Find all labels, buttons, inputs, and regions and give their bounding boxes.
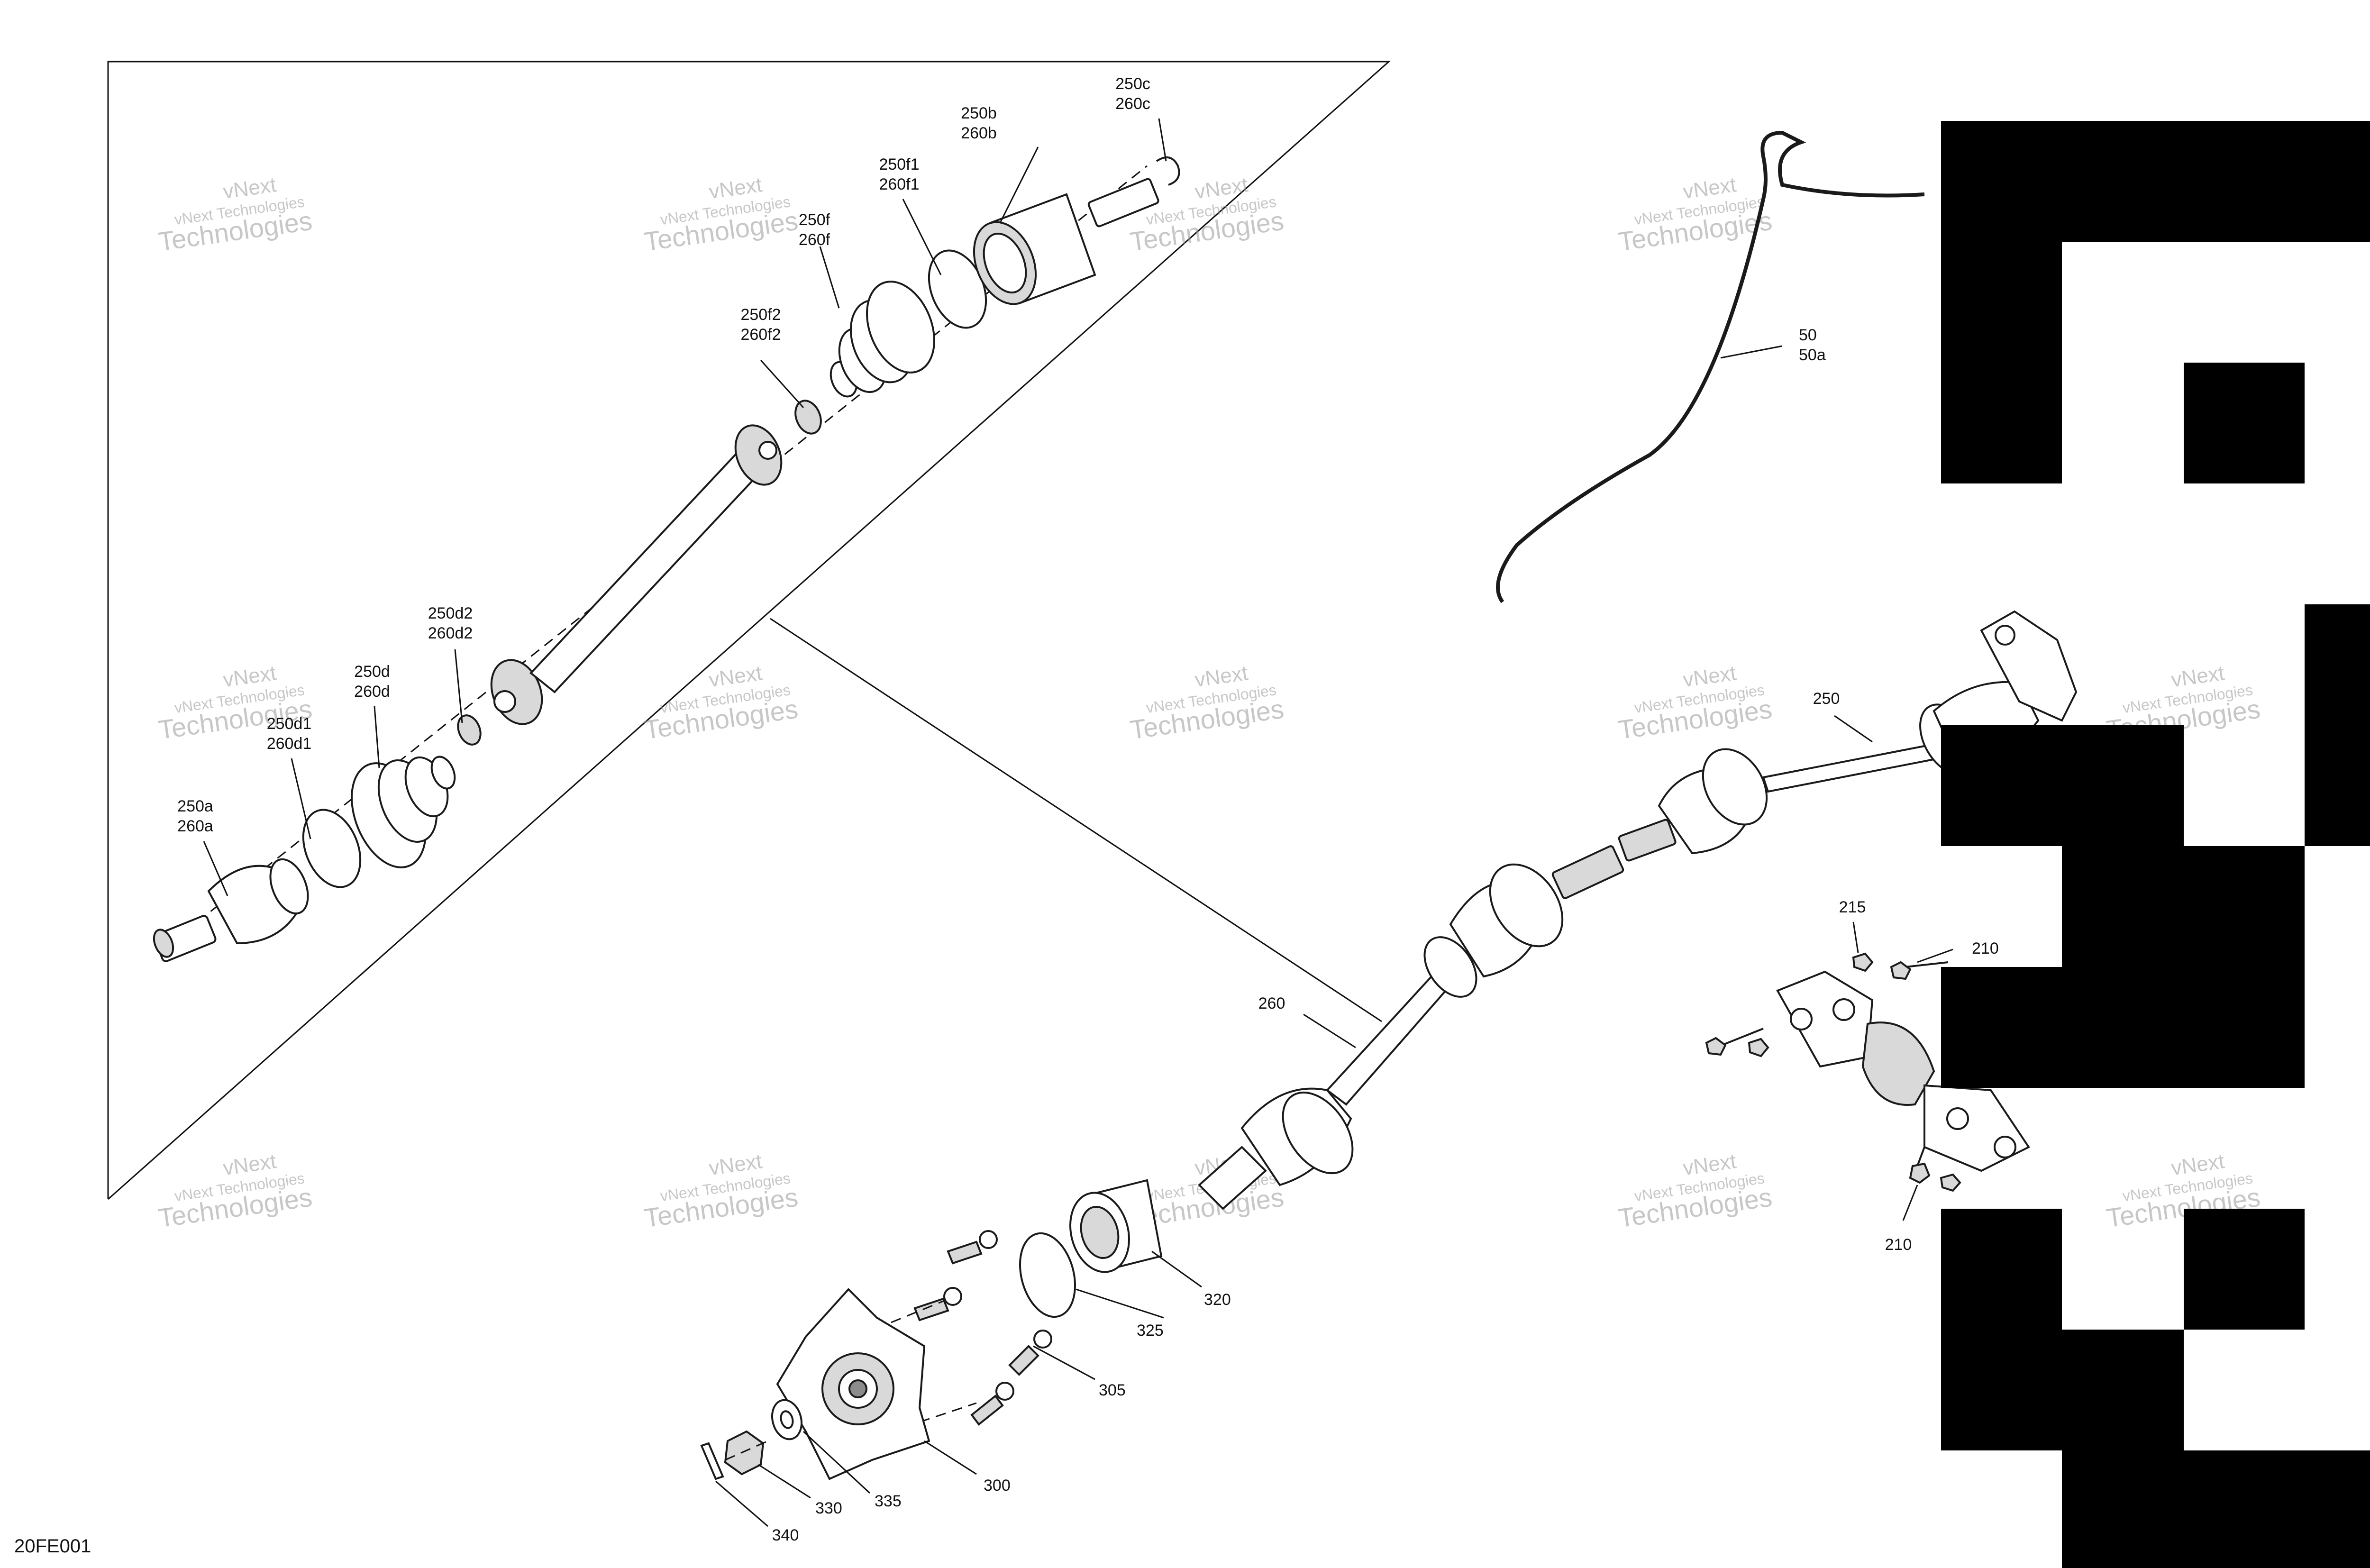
redaction-blocks (1941, 121, 2370, 1568)
callout-325: 325 (1137, 1322, 1164, 1340)
part-320-bearing (1069, 1179, 1163, 1273)
callout-260c: 260c (1115, 95, 1150, 113)
callout-250f2: 250f2 (740, 306, 781, 324)
figure-code: 20FE001 (14, 1536, 91, 1557)
inset-driveshaft (153, 156, 1180, 962)
part-335-washer (771, 1399, 802, 1440)
part-250f-boot (830, 281, 935, 398)
part-50-line (1496, 130, 1925, 603)
callout-210-bottom: 210 (1885, 1236, 1912, 1254)
callout-300: 300 (984, 1477, 1011, 1495)
callout-250f1: 250f1 (879, 155, 919, 173)
callout-260b: 260b (961, 124, 997, 142)
leader-lines (203, 118, 1953, 1527)
callout-260d2: 260d2 (428, 624, 473, 642)
callout-260a: 260a (177, 817, 213, 835)
part-325-circlip (1019, 1232, 1076, 1318)
detail-link-line (770, 618, 1382, 1022)
callout-210-top: 210 (1972, 939, 1999, 957)
callout-260f1: 260f1 (879, 175, 919, 193)
callout-250f: 250f (799, 211, 830, 229)
callout-335: 335 (875, 1492, 902, 1510)
callout-250d1: 250d1 (267, 715, 312, 733)
callout-250d2: 250d2 (428, 604, 473, 622)
part-250b-housing (973, 178, 1159, 305)
callout-305: 305 (1099, 1381, 1126, 1399)
part-305-studs (913, 1230, 1052, 1426)
part-330-nut (724, 1430, 765, 1476)
callout-250: 250 (1813, 690, 1840, 708)
callout-260: 260 (1258, 994, 1285, 1012)
callouts: 250c 260c 250b 260b 250f1 260f1 250f 260… (177, 75, 1999, 1544)
part-250d1-clamp (302, 809, 362, 888)
callout-50: 50 (1799, 326, 1817, 344)
callout-250c: 250c (1115, 75, 1150, 93)
callout-250d: 250d (354, 663, 390, 681)
part-250f2-clamp (794, 400, 822, 435)
part-tripod (490, 659, 543, 725)
part-300-hub (776, 1288, 930, 1480)
callout-250b: 250b (961, 104, 997, 122)
part-340-cotter-pin (700, 1442, 724, 1480)
callout-260d1: 260d1 (267, 735, 312, 753)
part-250a-outer-joint (153, 858, 309, 962)
callout-260f: 260f (799, 231, 830, 249)
callout-340: 340 (772, 1526, 799, 1544)
part-250d-boot (351, 756, 456, 868)
callout-330: 330 (815, 1499, 842, 1517)
part-inner-shaft (529, 449, 765, 693)
part-250c-circlip (1156, 156, 1180, 186)
callout-260f2: 260f2 (740, 326, 781, 344)
callout-215: 215 (1839, 898, 1866, 916)
callout-320: 320 (1204, 1291, 1231, 1309)
detail-inset-frame (107, 61, 1391, 1200)
part-250d2-clamp (457, 714, 482, 746)
hub-assembly (700, 1179, 1163, 1480)
callout-250a: 250a (177, 797, 213, 815)
callout-260d: 260d (354, 683, 390, 701)
ujoint-assembly (1705, 952, 2030, 1192)
callout-50a: 50a (1799, 346, 1826, 364)
